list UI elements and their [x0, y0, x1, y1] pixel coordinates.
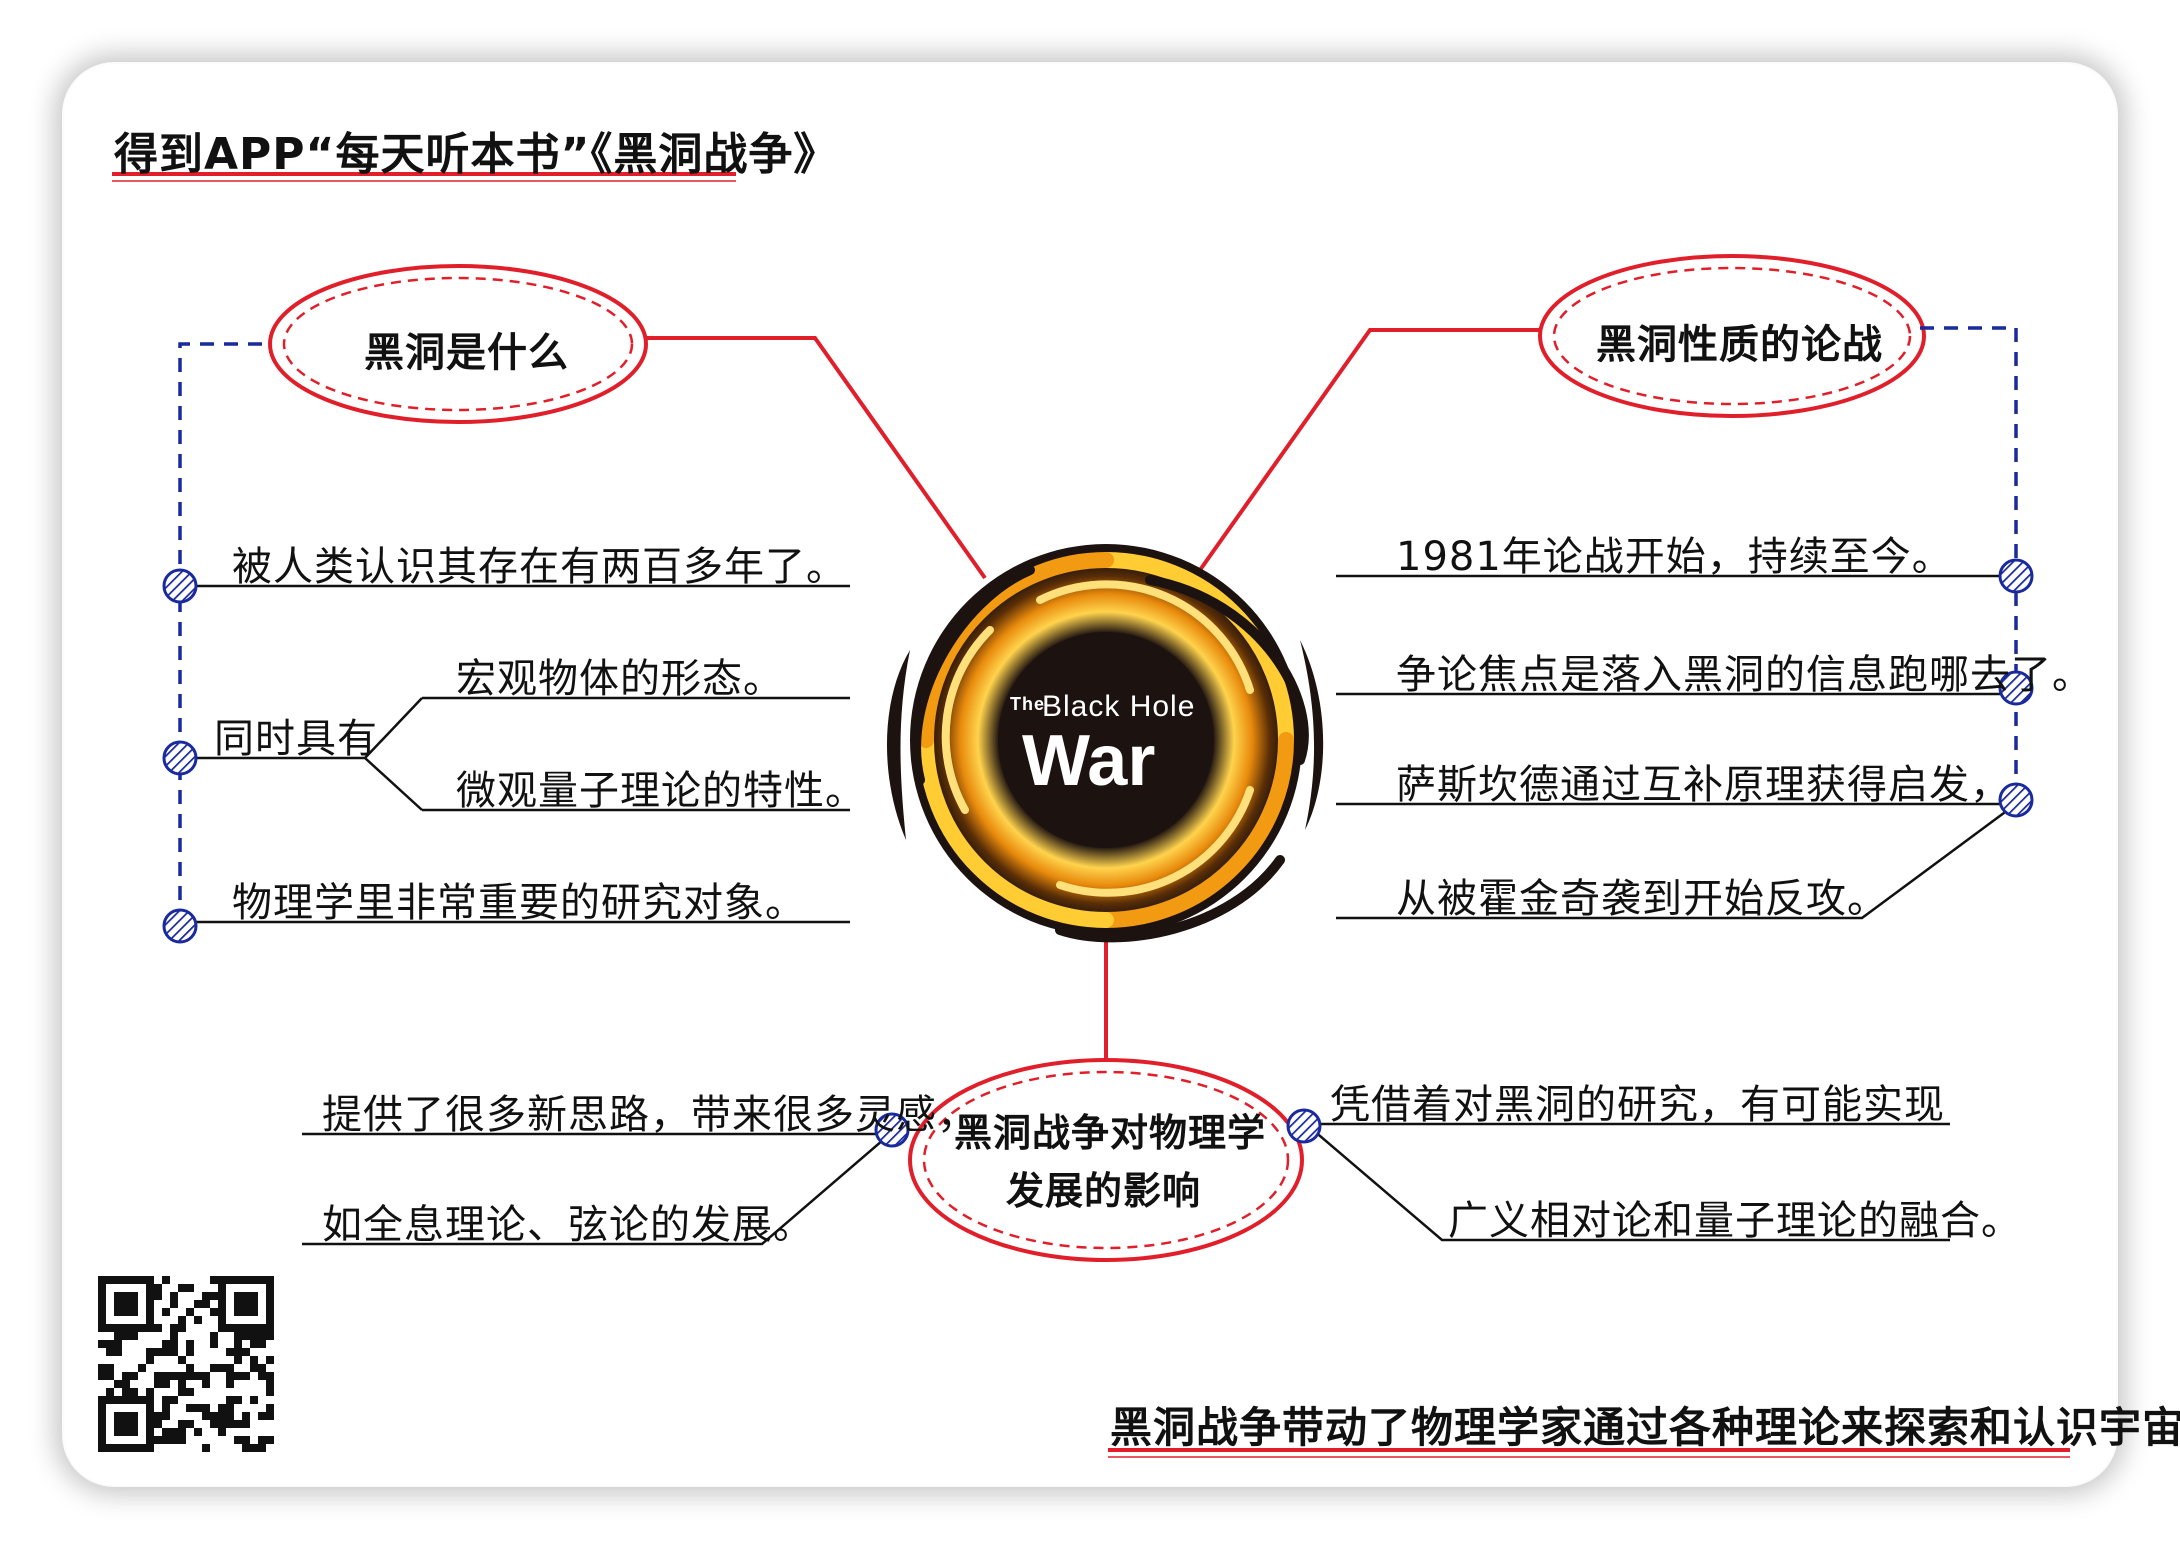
branch-impact-label-2: 发展的影响 [1006, 1169, 1202, 1213]
ellipse-debate [1538, 254, 1926, 418]
line-fusion [1305, 1123, 1950, 1242]
node-focus [1998, 670, 2034, 706]
item-focus: 争论焦点是落入黑洞的信息跑哪去了。 [1396, 652, 2093, 698]
bracket-what-is [178, 342, 262, 926]
item-theories: 如全息理论、弦论的发展。 [322, 1202, 814, 1248]
line-theories [302, 1133, 891, 1246]
item-both: 同时具有 [214, 716, 378, 762]
page-title: 得到APP“每天听本书”《黑洞战争》 [114, 129, 839, 180]
ellipse-what-is [268, 264, 648, 424]
item-counter: 从被霍金奇袭到开始反攻。 [1396, 876, 1888, 922]
node-impact-left [874, 1112, 910, 1148]
logo-the: The [1010, 694, 1046, 714]
branch-what-is-label: 黑洞是什么 [364, 330, 569, 376]
connector-debate [1198, 328, 1540, 572]
branch-debate-label: 黑洞性质的论战 [1596, 322, 1883, 368]
footer-summary: 黑洞战争带动了物理学家通过各种理论来探索和认识宇宙。 [1110, 1403, 2180, 1452]
item-susskind: 萨斯坎德通过互补原理获得启发， [1396, 762, 2011, 808]
item-known: 被人类认识其存在有两百多年了。 [232, 544, 847, 590]
fork-lower [364, 757, 423, 811]
node-important [162, 908, 198, 944]
item-research: 凭借着对黑洞的研究，有可能实现 [1330, 1082, 1945, 1128]
logo-black-hole: Black Hole [1042, 690, 1196, 723]
connector-what-is [644, 336, 987, 580]
item-micro: 微观量子理论的特性。 [456, 768, 866, 814]
node-known [162, 568, 198, 604]
qr-code-icon[interactable] [98, 1276, 274, 1452]
item-macro: 宏观物体的形态。 [456, 656, 784, 702]
logo-war: War [1022, 721, 1156, 801]
node-start [1998, 558, 2034, 594]
node-susskind [1998, 782, 2034, 818]
ellipse-impact [908, 1058, 1304, 1262]
branch-impact-label-1: 黑洞战争对物理学 [954, 1111, 1267, 1155]
black-hole-logo [886, 544, 1324, 943]
node-impact-right [1286, 1108, 1322, 1144]
line-counter [1336, 802, 2017, 920]
item-start: 1981年论战开始，持续至今。 [1396, 534, 1953, 580]
item-important: 物理学里非常重要的研究对象。 [232, 880, 806, 926]
node-both [162, 740, 198, 776]
bracket-debate [1920, 326, 2018, 800]
item-fusion: 广义相对论和量子理论的融合。 [1448, 1198, 2022, 1244]
item-ideas: 提供了很多新思路，带来很多灵感， [322, 1092, 978, 1138]
